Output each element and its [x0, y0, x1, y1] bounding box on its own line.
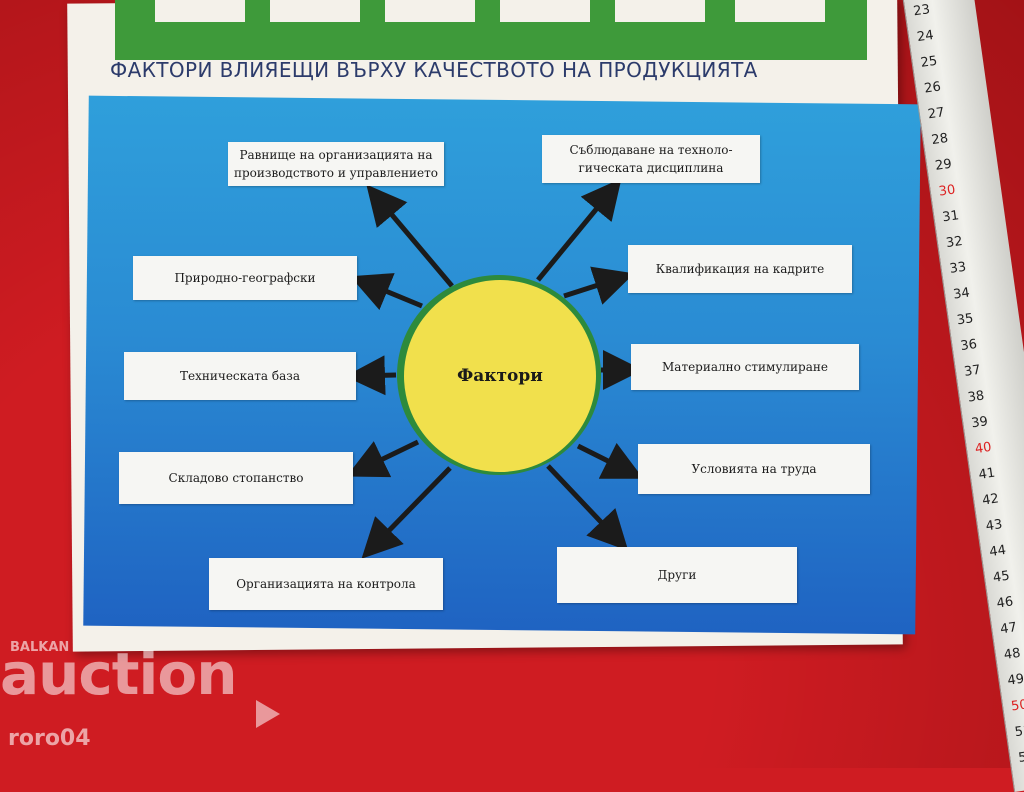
arrow-line: [546, 464, 629, 551]
ruler-number: 47: [999, 620, 1018, 638]
factor-label: Организацията на контрола: [236, 577, 416, 591]
factor-label: Съблюдаване на техноло-гическата дисципл…: [569, 143, 733, 175]
factor-label: Други: [657, 568, 697, 582]
factor-label: Материално стимулиране: [662, 360, 828, 374]
factor-box: Природно-географски: [133, 256, 357, 300]
ruler-number: 48: [1002, 645, 1022, 664]
green-band-slot: [270, 0, 360, 22]
ruler-number: 50: [1010, 697, 1024, 715]
ruler-number: 33: [948, 259, 968, 277]
factors-circle: Фактори: [404, 280, 596, 472]
arrows-layer: [345, 178, 644, 559]
factor-label: Условията на труда: [691, 462, 817, 476]
ruler-number: 28: [930, 130, 950, 149]
green-band-slot: [500, 0, 590, 22]
ruler-number: 35: [955, 311, 975, 329]
ruler-number: 29: [934, 156, 953, 174]
factor-label: Техническата база: [180, 369, 300, 383]
center-label: Фактори: [457, 366, 543, 386]
ruler-number: 38: [966, 388, 986, 406]
arrow-line: [361, 466, 452, 559]
factor-box: Съблюдаване на техноло-гическата дисципл…: [542, 135, 760, 183]
arrow-line: [345, 355, 397, 396]
ruler-number: 34: [952, 285, 971, 303]
factor-box: Квалификация на кадрите: [628, 245, 852, 293]
ruler-number: 51: [1013, 723, 1024, 741]
ruler-number: 23: [912, 2, 932, 20]
factor-label: Равнище на организацията на производство…: [234, 148, 438, 180]
ruler-number: 25: [919, 53, 939, 71]
ruler-number: 43: [984, 517, 1004, 535]
arrow-line: [346, 439, 420, 478]
factor-box: Равнище на организацията на производство…: [228, 142, 444, 186]
factor-box: Складово стопанство: [119, 452, 353, 504]
ruler-number: 32: [945, 233, 964, 252]
ruler-number: 26: [923, 79, 942, 97]
arrow-line: [563, 266, 635, 305]
watermark-brand-small: BALKAN: [10, 640, 70, 655]
ruler-number: 41: [977, 465, 997, 483]
factor-box: Условията на труда: [638, 444, 870, 494]
green-band-slot: [385, 0, 475, 22]
arrow-line: [350, 273, 423, 311]
factor-box: Други: [557, 547, 797, 603]
green-band-slot: [615, 0, 705, 22]
watermark-brand-logo: auction: [0, 640, 238, 708]
arrow-line: [366, 184, 454, 288]
factor-box: Материално стимулиране: [631, 344, 859, 390]
factor-box: Организацията на контрола: [209, 558, 443, 610]
factor-label: Складово стопанство: [168, 471, 304, 485]
ruler-number: 31: [941, 208, 960, 226]
ruler-number: 52: [1017, 748, 1024, 767]
green-band-slot: [735, 0, 825, 22]
ruler-number: 24: [916, 27, 935, 46]
ruler-number: 46: [995, 594, 1015, 612]
factor-box: Техническата база: [124, 352, 356, 400]
ruler-number: 27: [927, 105, 946, 123]
ruler-number: 39: [970, 414, 989, 432]
green-header-band: [115, 0, 867, 60]
arrow-line: [536, 178, 622, 282]
ruler-number: 36: [959, 336, 979, 355]
ruler-number: 44: [988, 542, 1007, 561]
ruler-number: 37: [963, 362, 982, 380]
arrow-line: [576, 442, 644, 479]
green-band-slot: [155, 0, 245, 22]
factor-label: Квалификация на кадрите: [655, 262, 825, 276]
ruler-number: 40: [974, 439, 993, 458]
ruler-number: 30: [937, 182, 957, 200]
ruler-number: 42: [981, 491, 1000, 509]
watermark-username: roro04: [8, 726, 91, 751]
factor-label: Природно-географски: [174, 271, 316, 285]
ruler-number: 49: [1006, 671, 1024, 689]
ruler-number: 45: [992, 568, 1011, 586]
play-icon: [256, 700, 280, 728]
poster-title: ФАКТОРИ ВЛИЯЕЩИ ВЪРХУ КАЧЕСТВОТО НА ПРОД…: [110, 58, 758, 82]
